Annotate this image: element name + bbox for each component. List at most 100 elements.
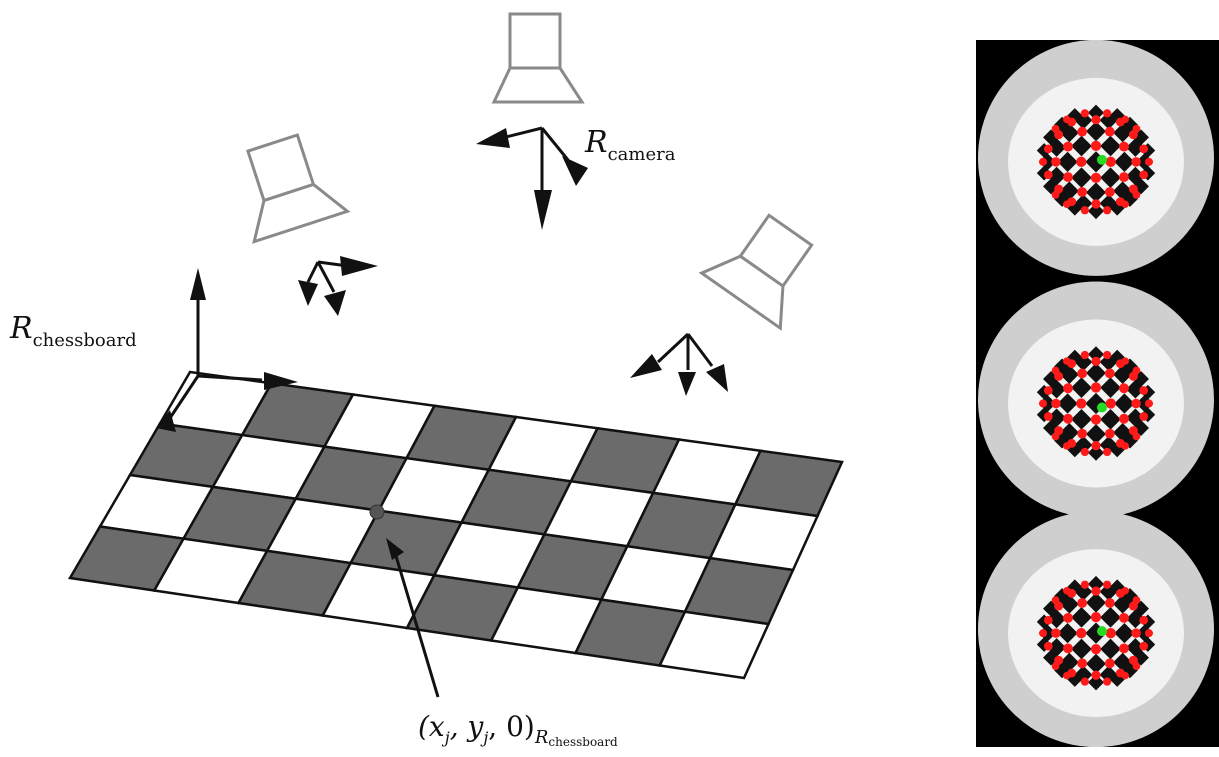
- corner-marker: [1115, 588, 1125, 598]
- corner-marker: [1104, 368, 1115, 379]
- point-pointer-arrow: [386, 538, 440, 698]
- corner-marker: [1077, 368, 1088, 379]
- corner-marker: [1102, 447, 1112, 457]
- corner-marker: [1043, 412, 1053, 421]
- corner-marker: [1080, 109, 1090, 118]
- checker-square: [1087, 203, 1105, 220]
- corner-marker: [1063, 172, 1073, 183]
- checker-square: [1114, 393, 1135, 414]
- corner-marker: [1139, 170, 1149, 180]
- camera-left: [246, 133, 351, 244]
- corner-marker: [1090, 644, 1102, 655]
- camera-right-axes: [630, 332, 728, 396]
- corner-marker: [1139, 615, 1149, 625]
- chessboard-frame-axes: [156, 268, 298, 432]
- corner-marker: [1080, 580, 1090, 589]
- corner-marker: [1144, 629, 1153, 638]
- checker-square: [1087, 444, 1105, 461]
- corner-marker: [1144, 399, 1153, 408]
- corner-marker: [1067, 359, 1077, 369]
- corner-marker: [1043, 615, 1053, 625]
- chessboard: [67, 370, 844, 680]
- corner-marker: [1039, 629, 1048, 638]
- corner-marker: [1105, 628, 1116, 639]
- checker-square: [1087, 346, 1105, 363]
- corner-marker: [1077, 187, 1088, 197]
- corner-marker: [1063, 141, 1073, 152]
- checker-square: [1087, 104, 1105, 121]
- corner-marker: [1076, 156, 1087, 167]
- corner-marker: [1102, 350, 1112, 360]
- camera-right: [698, 213, 814, 331]
- corner-marker: [1104, 658, 1115, 669]
- corner-marker: [1077, 126, 1088, 137]
- corner-marker: [1105, 156, 1116, 167]
- center-marker: [1097, 626, 1107, 637]
- camera-top: [491, 12, 585, 104]
- corner-marker: [1104, 428, 1115, 439]
- corner-marker: [1121, 442, 1129, 450]
- corner-marker: [1043, 386, 1053, 395]
- corner-marker: [1080, 447, 1090, 457]
- corner-marker: [1091, 440, 1101, 451]
- corner-marker: [1102, 109, 1112, 118]
- camera-left-axes: [298, 256, 378, 316]
- fisheye-image-2: [978, 281, 1214, 518]
- corner-marker: [1132, 191, 1141, 199]
- corner-marker: [1091, 356, 1101, 367]
- board-point-marker: [369, 504, 385, 520]
- corner-marker: [1080, 350, 1090, 360]
- camera-top-axes: [476, 126, 588, 230]
- corner-marker: [1054, 371, 1064, 381]
- corner-marker: [1054, 130, 1064, 140]
- corner-marker: [1051, 191, 1060, 199]
- corner-marker: [1139, 641, 1149, 651]
- corner-marker: [1091, 199, 1101, 209]
- corner-marker: [1051, 628, 1061, 638]
- corner-marker: [1039, 157, 1048, 166]
- corner-marker: [1051, 432, 1060, 441]
- corner-marker: [1077, 598, 1088, 608]
- camera-frame-label: Rcamera: [584, 125, 676, 165]
- corner-marker: [1043, 144, 1053, 154]
- corner-marker: [1043, 641, 1053, 651]
- corner-marker: [1043, 170, 1053, 180]
- corner-marker: [1102, 580, 1112, 589]
- corner-marker: [1077, 428, 1088, 439]
- corner-marker: [1139, 386, 1149, 395]
- calibration-image-panel: [976, 40, 1219, 747]
- corner-marker: [1090, 612, 1102, 623]
- corner-marker: [1131, 398, 1141, 409]
- corner-marker: [1039, 399, 1048, 408]
- fisheye-image-1: [978, 40, 1214, 276]
- corner-marker: [1090, 382, 1102, 393]
- corner-marker: [1131, 157, 1141, 167]
- calibration-schematic: Rcamera Rchessboard (xj, yj, 0)Rchessboa…: [9, 12, 844, 749]
- corner-marker: [1091, 670, 1101, 680]
- corner-marker: [1131, 628, 1141, 638]
- corner-marker: [1067, 588, 1077, 598]
- corner-marker: [1119, 383, 1129, 394]
- corner-marker: [1144, 157, 1153, 166]
- corner-marker: [1090, 172, 1102, 183]
- corner-marker: [1067, 117, 1077, 127]
- corner-marker: [1119, 612, 1129, 623]
- corner-marker: [1102, 677, 1112, 686]
- corner-marker: [1102, 206, 1112, 215]
- corner-marker: [1063, 612, 1073, 623]
- corner-marker: [1063, 200, 1071, 209]
- corner-marker: [1080, 206, 1090, 215]
- corner-marker: [1076, 398, 1087, 409]
- corner-marker: [1063, 671, 1071, 680]
- checker-square: [1114, 151, 1135, 172]
- corner-marker: [1091, 115, 1101, 125]
- corner-marker: [1063, 643, 1073, 654]
- board-square-light: [657, 610, 771, 680]
- corner-marker: [1121, 671, 1129, 680]
- corner-marker: [1104, 598, 1115, 608]
- corner-marker: [1063, 383, 1073, 394]
- corner-marker: [1054, 601, 1064, 611]
- corner-marker: [1132, 662, 1141, 671]
- corner-marker: [1119, 643, 1129, 654]
